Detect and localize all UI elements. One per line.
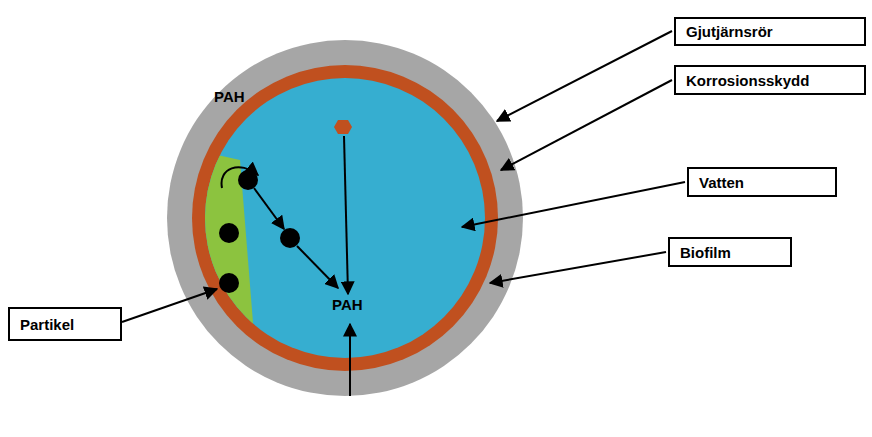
substance-label: PAH (332, 296, 363, 313)
part-name: Biofilm (680, 244, 731, 261)
part-name: Partikel (20, 316, 74, 333)
part-name: Korrosionsskydd (686, 72, 809, 89)
part-label-box: Partikel (8, 307, 122, 341)
leader-arrows (122, 31, 685, 322)
particle (219, 223, 239, 243)
particle (219, 273, 239, 293)
biofilm-right (420, 222, 540, 400)
part-label-box: Biofilm (668, 237, 792, 267)
substance-label: PAH (214, 88, 245, 105)
part-label-box: Gjutjärnsrör (674, 17, 866, 46)
particle (280, 228, 300, 248)
pah-molecule (334, 120, 352, 134)
part-name: Vatten (699, 174, 744, 191)
part-label-box: Vatten (687, 167, 837, 197)
part-label-box: Korrosionsskydd (674, 65, 866, 95)
transport-arrows (222, 136, 350, 396)
part-name: Gjutjärnsrör (686, 23, 773, 40)
